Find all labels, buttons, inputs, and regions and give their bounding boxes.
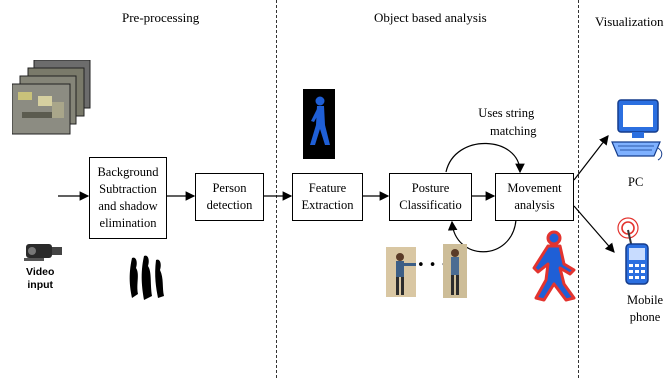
background-subtraction-box: Background Subtraction and shadow elimin…: [89, 157, 167, 239]
video-camera-icon: [24, 244, 62, 261]
label-line: phone: [629, 310, 661, 324]
box-line: Person: [212, 181, 247, 195]
box-line: elimination: [99, 216, 157, 230]
posture-ellipsis: • • •: [417, 258, 449, 273]
separator-1: [276, 0, 277, 378]
person-detection-box: Person detection: [195, 173, 264, 221]
section-title-preprocessing: Pre-processing: [122, 10, 200, 25]
pc-icon: [611, 99, 663, 161]
shadow-silhouettes-image: [129, 255, 164, 300]
label-line: Mobile: [627, 293, 664, 307]
box-line: analysis: [514, 198, 555, 212]
loop-arc-bottom: [447, 219, 517, 253]
string-matching-annotation: Uses string matching: [476, 104, 537, 140]
box-line: Extraction: [301, 198, 354, 212]
feature-silhouette-image: [303, 89, 335, 159]
box-line: detection: [206, 198, 253, 212]
posture-photo-right: [443, 244, 467, 298]
movement-silhouette-image: [532, 230, 576, 302]
video-input-label: Video input: [26, 266, 54, 292]
box-line: Classificatio: [399, 198, 462, 212]
box-line: Movement: [507, 181, 562, 195]
arrow-to-pc: [573, 135, 609, 181]
box-line: Subtraction: [99, 182, 157, 196]
pc-label: PC: [628, 175, 644, 189]
posture-photo-left: [386, 247, 416, 297]
section-title-visualization: Visualization: [595, 14, 664, 29]
section-title-object-analysis: Object based analysis: [374, 10, 487, 25]
mobile-phone-icon: [617, 217, 649, 285]
annotation-line: matching: [490, 124, 537, 138]
annotation-line: Uses string: [478, 106, 535, 120]
movement-analysis-box: Movement analysis: [495, 173, 574, 221]
posture-classification-box: Posture Classificatio: [389, 173, 472, 221]
label-line: input: [27, 279, 54, 291]
loop-arc-top: [445, 142, 525, 174]
mobile-phone-label: Mobile phone: [627, 292, 663, 326]
box-line: Posture: [411, 181, 450, 195]
box-line: Feature: [308, 181, 347, 195]
feature-extraction-box: Feature Extraction: [292, 173, 363, 221]
separator-2: [578, 0, 579, 378]
box-line: and shadow: [98, 199, 158, 213]
box-line: Background: [97, 165, 159, 179]
video-frames-image: [12, 60, 91, 135]
arrow-to-mobile: [573, 205, 615, 253]
label-line: Video: [26, 266, 55, 278]
